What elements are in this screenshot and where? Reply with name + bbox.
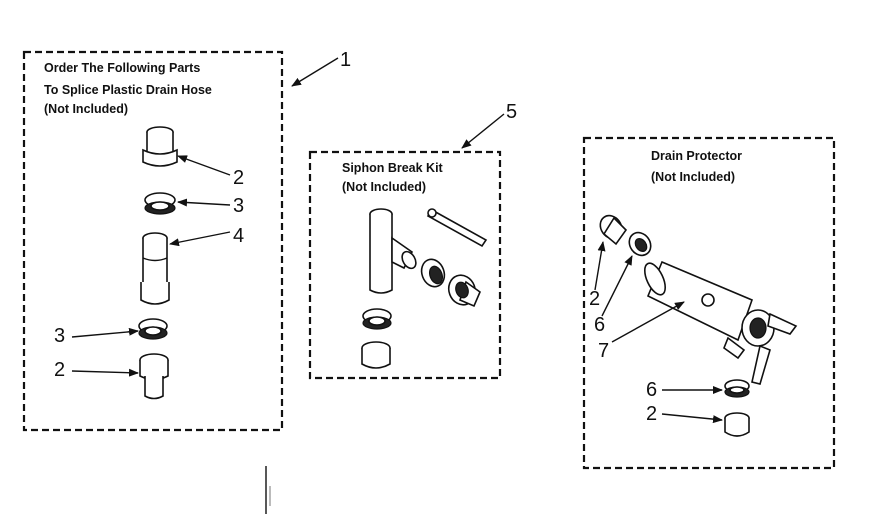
drain-title-line-2: (Not Included) [651, 170, 735, 184]
clamp-part-top [144, 192, 176, 215]
adapter-part-bottom [139, 353, 169, 400]
drain-leader-2-bottom [661, 413, 723, 424]
adapter-part-top [142, 126, 178, 167]
splice-title-line-3: (Not Included) [44, 102, 128, 116]
callout-5: 5 [506, 101, 517, 123]
tee-fitting [369, 208, 417, 294]
callout-5-arrow [461, 113, 505, 149]
drain-leader-7 [611, 301, 685, 343]
drain-title-line-1: Drain Protector [651, 149, 742, 163]
leader-2-top [177, 155, 231, 176]
siphon-panel: Siphon Break Kit (Not Included) 5 [308, 101, 517, 380]
siphon-title-line-2: (Not Included) [342, 180, 426, 194]
drain-clamp-bottom [724, 379, 750, 398]
label-3-bottom: 3 [54, 325, 65, 347]
drain-label-2-top: 2 [589, 288, 600, 310]
drain-protector-panel: Drain Protector (Not Included) [582, 136, 836, 470]
callout-1: 1 [340, 49, 351, 71]
drain-clamp-top [628, 231, 652, 257]
nut-part [447, 274, 481, 308]
drain-leader-2-top [594, 241, 606, 291]
label-2-top: 2 [233, 167, 244, 189]
drain-label-6-top: 6 [594, 314, 605, 336]
connector-part [140, 232, 170, 305]
drain-adapter-top [599, 214, 628, 246]
siphon-adapter [361, 341, 391, 369]
pin-part [426, 208, 488, 248]
splice-panel: Order The Following Parts To Splice Plas… [22, 49, 351, 432]
siphon-clamp [362, 308, 392, 330]
drain-label-2-bottom: 2 [646, 403, 657, 425]
splice-title-line-2: To Splice Plastic Drain Hose [44, 83, 212, 97]
label-2-bottom: 2 [54, 359, 65, 381]
drain-label-7: 7 [598, 340, 609, 362]
leader-2-bottom [71, 368, 139, 377]
splice-title-line-1: Order The Following Parts [44, 61, 200, 75]
callout-1-arrow [291, 57, 339, 87]
drain-protector-body [643, 260, 798, 385]
drain-leader-6-top [601, 255, 633, 317]
leader-3-top [177, 198, 231, 207]
drain-adapter-bottom [724, 412, 750, 437]
leader-4 [169, 231, 231, 247]
label-3-top: 3 [233, 195, 244, 217]
drain-label-6-bottom: 6 [646, 379, 657, 401]
siphon-title-line-1: Siphon Break Kit [342, 161, 444, 175]
clamp-part-bottom [138, 318, 168, 340]
leader-3-bottom [71, 327, 139, 338]
ring-part [420, 258, 446, 288]
label-4: 4 [233, 225, 244, 247]
